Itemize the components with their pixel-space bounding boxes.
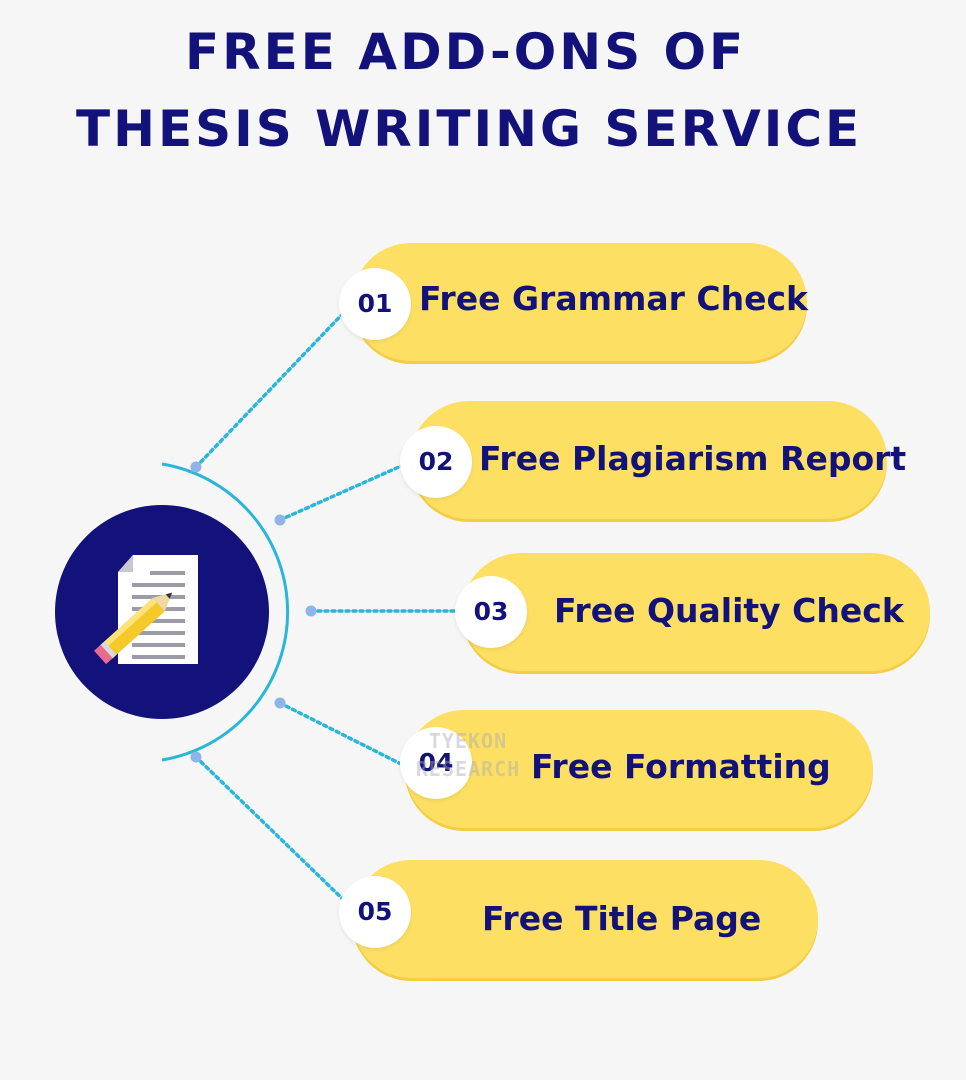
watermark-line-2: RESEARCH bbox=[415, 757, 521, 781]
item-label-05: Free Title Page bbox=[482, 899, 762, 938]
node-05 bbox=[190, 751, 202, 763]
item-number-01: 01 bbox=[339, 268, 411, 340]
item-pill-02 bbox=[410, 401, 887, 519]
item-label-04: Free Formatting bbox=[531, 747, 831, 786]
title-line-1: FREE ADD-ONS OF bbox=[185, 23, 747, 81]
item-pill-04 bbox=[405, 710, 873, 828]
item-pill-05 bbox=[352, 860, 818, 978]
item-label-03: Free Quality Check bbox=[554, 591, 904, 630]
connector-01 bbox=[194, 302, 354, 469]
item-pill-01 bbox=[352, 243, 807, 361]
node-02 bbox=[274, 514, 286, 526]
item-number-03: 03 bbox=[455, 576, 527, 648]
node-01 bbox=[190, 461, 202, 473]
item-number-04: 04 bbox=[400, 727, 472, 799]
watermark-line-1: TYEKON bbox=[428, 729, 508, 753]
connector-02 bbox=[278, 460, 412, 522]
item-label-01: Free Grammar Check bbox=[419, 279, 808, 318]
watermark: TYEKON RESEARCH bbox=[398, 727, 538, 783]
document-pencil-icon bbox=[94, 555, 198, 665]
item-label-02: Free Plagiarism Report bbox=[479, 439, 907, 478]
item-pill-03 bbox=[462, 553, 930, 671]
item-number-05: 05 bbox=[339, 876, 411, 948]
node-04 bbox=[274, 697, 286, 709]
connector-05 bbox=[194, 755, 354, 910]
hub-arc bbox=[161, 462, 290, 762]
item-number-02: 02 bbox=[400, 426, 472, 498]
title-line-2: THESIS WRITING SERVICE bbox=[76, 100, 863, 158]
node-03 bbox=[305, 605, 317, 617]
connector-04 bbox=[278, 701, 407, 768]
